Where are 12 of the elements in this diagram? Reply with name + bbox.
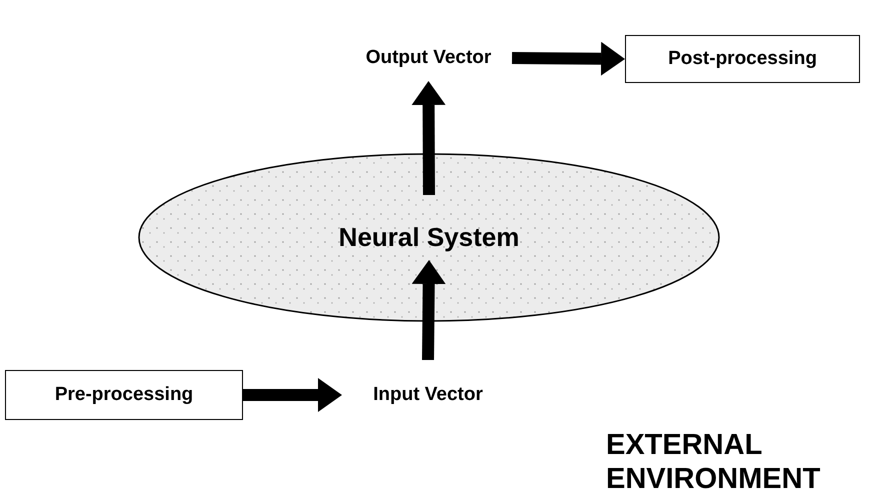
arrow — [243, 378, 342, 412]
process-box — [625, 35, 860, 83]
process-box — [5, 370, 243, 420]
node-text: Output Vector — [366, 47, 492, 69]
node-text: Post-processing — [668, 48, 817, 70]
node-text: Pre-processing — [54, 384, 194, 406]
arrow — [412, 260, 446, 360]
arrow — [512, 42, 625, 76]
node-text: Neural System — [338, 222, 520, 253]
arrow — [412, 81, 446, 196]
node-text: Input Vector — [373, 384, 483, 406]
environment-label: EXTERNAL ENVIRONMENT — [606, 428, 822, 496]
